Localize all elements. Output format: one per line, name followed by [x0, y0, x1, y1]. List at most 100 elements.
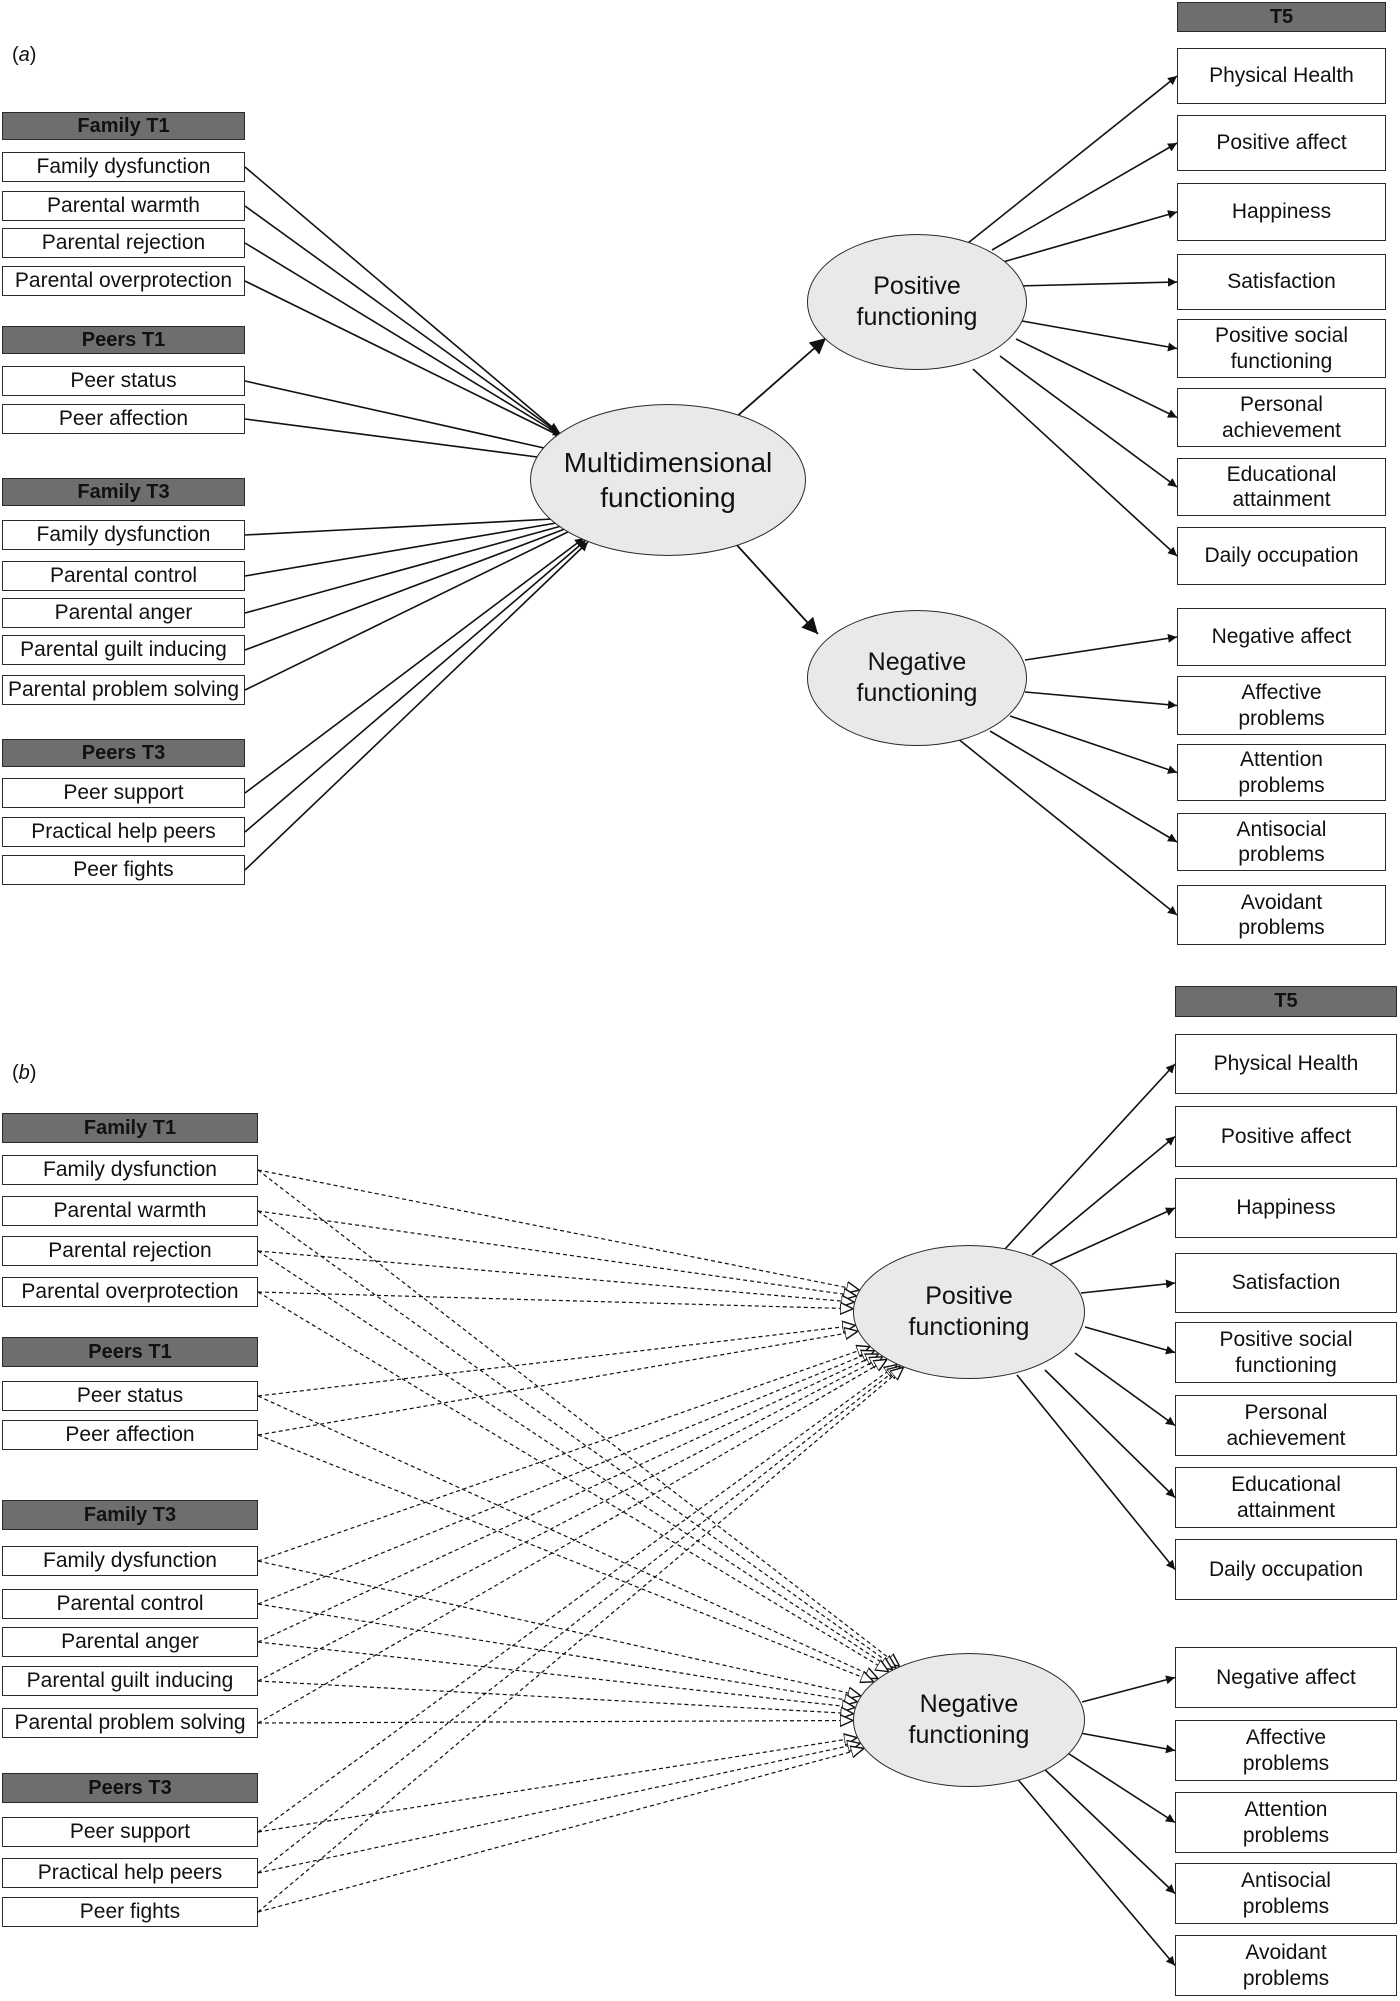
predictor-peers-t1-peer-affection: Peer affection: [2, 404, 245, 434]
predictor-family-t3-parental-problem-solving: Parental problem solving: [2, 1708, 258, 1738]
outcome-physical-health-text: Physical Health: [1213, 1052, 1359, 1076]
predictor-family-t1-parental-overprotection: Parental overprotection: [2, 266, 245, 296]
dashed-arrow-predictor-to-negative: [257, 1748, 864, 1913]
predictor-family-t1-parental-warmth: Parental warmth: [2, 191, 245, 221]
arrow-positive-to-daily-occupation: [1016, 1374, 1176, 1571]
predictor-family-t1-parental-warmth-text: Parental warmth: [47, 194, 200, 218]
arrow-negative-to-affective-problems: [1079, 1732, 1176, 1754]
group-header-family-t3-a-text: Family T3: [77, 480, 170, 503]
predictor-peers-t3-peer-support: Peer support: [2, 1817, 258, 1847]
predictor-family-t3-parental-anger-text: Parental anger: [54, 601, 193, 625]
arrow-positive-to-satisfaction: [1080, 1279, 1176, 1294]
predictor-family-t3-family-dysfunction-text: Family dysfunction: [36, 523, 211, 547]
dashed-arrow-predictor-to-positive: [257, 1331, 858, 1436]
group-header-family-t3-b: Family T3: [2, 1500, 258, 1530]
outcome-positive-affect: Positive affect: [1177, 115, 1386, 171]
dashed-arrow-predictor-to-negative: [257, 1738, 857, 1833]
dashed-arrow-predictor-to-positive: [257, 1325, 855, 1397]
predictor-peers-t1-peer-status-text: Peer status: [76, 1384, 184, 1408]
outcome-header-t5-a-text: T5: [1269, 5, 1294, 28]
predictor-family-t3-parental-guilt-inducing: Parental guilt inducing: [2, 1666, 258, 1696]
arrow-predictor-to-multidimensional: [244, 517, 575, 577]
group-header-family-t1-a: Family T1: [2, 112, 245, 140]
group-header-peers-t1-b-text: Peers T1: [88, 1340, 172, 1363]
arrow-predictor-to-multidimensional: [244, 541, 589, 871]
arrow-positive-to-positive-social-functioning: [1084, 1326, 1176, 1355]
group-header-family-t1-b: Family T1: [2, 1113, 258, 1143]
predictor-family-t3-parental-guilt-inducing-text: Parental guilt inducing: [26, 1669, 234, 1693]
arrow-predictor-to-multidimensional: [244, 242, 563, 437]
predictor-family-t3-parental-control: Parental control: [2, 561, 245, 591]
predictor-peers-t3-peer-support-text: Peer support: [63, 781, 184, 805]
outcome-positive-affect-text: Positive affect: [1216, 131, 1347, 155]
dashed-arrow-predictor-to-negative: [257, 1680, 854, 1714]
arrow-positive-to-personal-achievement: [1074, 1352, 1176, 1427]
predictor-family-t1-parental-rejection-text: Parental rejection: [41, 231, 206, 255]
group-header-peers-t3-b: Peers T3: [2, 1773, 258, 1803]
arrow-positive-to-positive-affect: [1031, 1135, 1176, 1256]
arrow-positive-to-positive-affect: [991, 142, 1178, 251]
outcome-header-t5-b-text: T5: [1274, 990, 1298, 1012]
dashed-arrow-predictor-to-positive: [257, 1366, 900, 1874]
outcome-header-t5-a: T5: [1177, 2, 1386, 32]
outcome-physical-health-text: Physical Health: [1209, 64, 1354, 88]
arrow-negative-to-avoidant-problems: [951, 733, 1178, 916]
arrow-positive-to-happiness: [1046, 1207, 1176, 1267]
dashed-arrow-predictor-to-negative: [257, 1603, 857, 1702]
dashed-arrow-predictor-to-negative: [257, 1434, 874, 1682]
dashed-arrow-predictor-to-positive: [257, 1351, 874, 1605]
dashed-arrow-predictor-to-negative: [257, 1210, 896, 1668]
dashed-arrow-predictor-to-negative: [257, 1560, 861, 1696]
predictor-family-t3-parental-anger-text: Parental anger: [61, 1630, 199, 1654]
arrow-negative-to-attention-problems: [1062, 1749, 1176, 1824]
predictor-family-t1-parental-warmth: Parental warmth: [2, 1196, 258, 1226]
outcome-happiness: Happiness: [1175, 1178, 1397, 1238]
predictor-peers-t3-practical-help-peers-text: Practical help peers: [31, 820, 216, 844]
arrow-predictor-to-multidimensional: [244, 525, 581, 691]
arrow-negative-to-negative-affect: [1024, 633, 1178, 661]
arrow-negative-to-attention-problems: [1009, 715, 1178, 774]
predictor-family-t3-parental-control-text: Parental control: [49, 564, 198, 588]
outcome-happiness-text: Happiness: [1236, 1196, 1336, 1220]
predictor-family-t1-family-dysfunction-text: Family dysfunction: [43, 1158, 217, 1182]
predictor-peers-t3-peer-fights-text: Peer fights: [73, 858, 174, 882]
group-header-peers-t1-a-text: Peers T1: [81, 328, 166, 351]
predictor-family-t1-family-dysfunction: Family dysfunction: [2, 152, 245, 182]
arrow-positive-to-happiness: [1002, 210, 1178, 263]
outcome-happiness: Happiness: [1177, 183, 1386, 241]
predictor-peers-t3-practical-help-peers-text: Practical help peers: [37, 1861, 223, 1885]
predictor-peers-t3-practical-help-peers: Practical help peers: [2, 817, 245, 847]
dashed-arrow-predictor-to-negative: [257, 1641, 855, 1707]
group-header-family-t1-a-text: Family T1: [77, 114, 170, 137]
arrow-positive-to-physical-health: [967, 75, 1178, 244]
arrow-negative-to-negative-affect: [1081, 1675, 1176, 1703]
group-header-peers-t3-a-text: Peers T3: [81, 741, 166, 764]
predictor-family-t3-parental-anger: Parental anger: [2, 1627, 258, 1657]
dashed-arrow-predictor-to-positive: [257, 1354, 879, 1643]
panel-label-b: (b): [12, 1062, 37, 1084]
dashed-arrow-predictor-to-positive: [257, 1357, 883, 1682]
outcome-happiness-text: Happiness: [1231, 200, 1332, 224]
